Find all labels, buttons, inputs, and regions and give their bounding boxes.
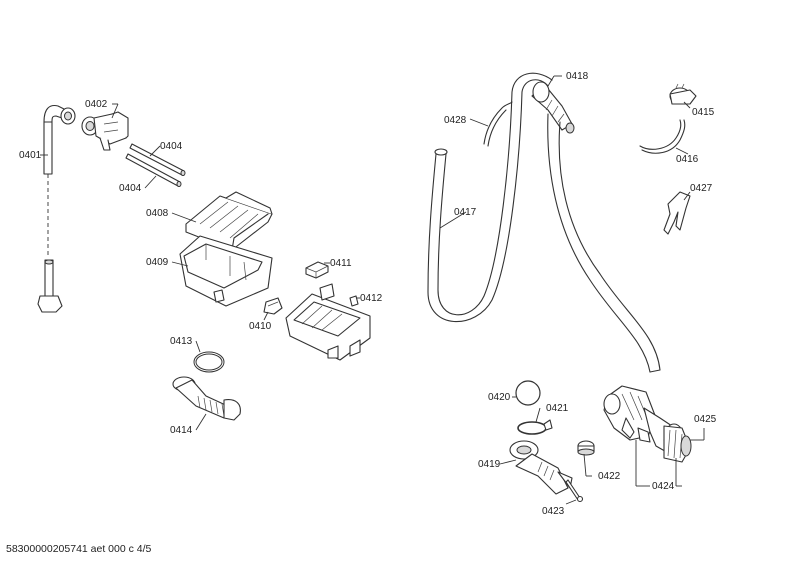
label-0415: 0415 [692,107,715,118]
part-0422-clip [577,440,595,456]
label-0401: 0401 [19,150,42,161]
part-0420-ring [515,380,541,406]
leader-0418b [547,75,555,87]
leader-0428 [469,118,489,127]
label-0425: 0425 [694,414,717,425]
label-0414: 0414 [170,425,193,436]
leader-0401 [40,154,49,258]
part-0418-pump-hose [531,81,661,373]
leader-0423 [565,499,577,505]
part-0408-dispenser-lid [185,191,273,251]
leader-0410 [263,311,269,321]
part-0417-drain-hose [427,72,553,323]
leader-0404a [149,145,161,157]
label-0413: 0413 [170,336,193,347]
leader-0421 [535,407,541,423]
label-0410: 0410 [249,321,272,332]
label-0418: 0418 [566,71,589,82]
part-0415-pressure-switch [669,83,697,105]
part-0425-pump-bellows [663,423,692,463]
leader-0422b [583,453,587,477]
part-0401-inlet-pipe [37,104,76,313]
label-0421: 0421 [546,403,569,414]
label-0416: 0416 [676,154,699,165]
leader-0402b [111,103,119,119]
part-0428-small-hose [483,101,513,147]
leader-0404b [144,175,157,189]
label-0408: 0408 [146,208,169,219]
leader-0419 [499,459,517,465]
leader-0414 [195,413,207,431]
part-0427-bracket [663,191,691,235]
leader-0416 [675,147,689,155]
part-0411-cap [305,261,329,279]
leader-0415 [683,101,691,109]
label-0422: 0422 [598,471,621,482]
part-0404-tubes [125,143,186,187]
leader-0417 [439,211,467,229]
label-0404-lower: 0404 [119,183,142,194]
label-0423: 0423 [542,506,565,517]
label-0417: 0417 [454,207,477,218]
part-0409-dispenser-drawer [179,235,273,307]
part-0402-inlet-valve [81,111,129,151]
leader-0409 [171,261,189,267]
label-0404-upper: 0404 [160,141,183,152]
part-0423-pin [565,479,584,503]
leader-0413 [195,340,201,353]
label-0402: 0402 [85,99,108,110]
leader-0408 [171,212,197,223]
label-0412: 0412 [360,293,383,304]
label-0419: 0419 [478,459,501,470]
part-0414-bellows-hose [172,376,241,421]
part-0410-clip [263,297,283,315]
label-0420: 0420 [488,392,511,403]
leader-0427 [683,191,691,201]
part-0413-seal-ring [193,351,225,373]
label-0411: 0411 [330,258,352,269]
document-footer-code: 58300000205741 aet 000 c 4/5 [6,543,152,555]
part-0419-filter-housing [509,440,573,495]
part-0412-dispenser-housing [285,283,371,361]
part-0421-clamp [517,419,553,435]
label-0409: 0409 [146,257,169,268]
label-0427: 0427 [690,183,713,194]
label-0424: 0424 [652,481,675,492]
part-0416-tube [639,119,686,154]
label-0428: 0428 [444,115,467,126]
